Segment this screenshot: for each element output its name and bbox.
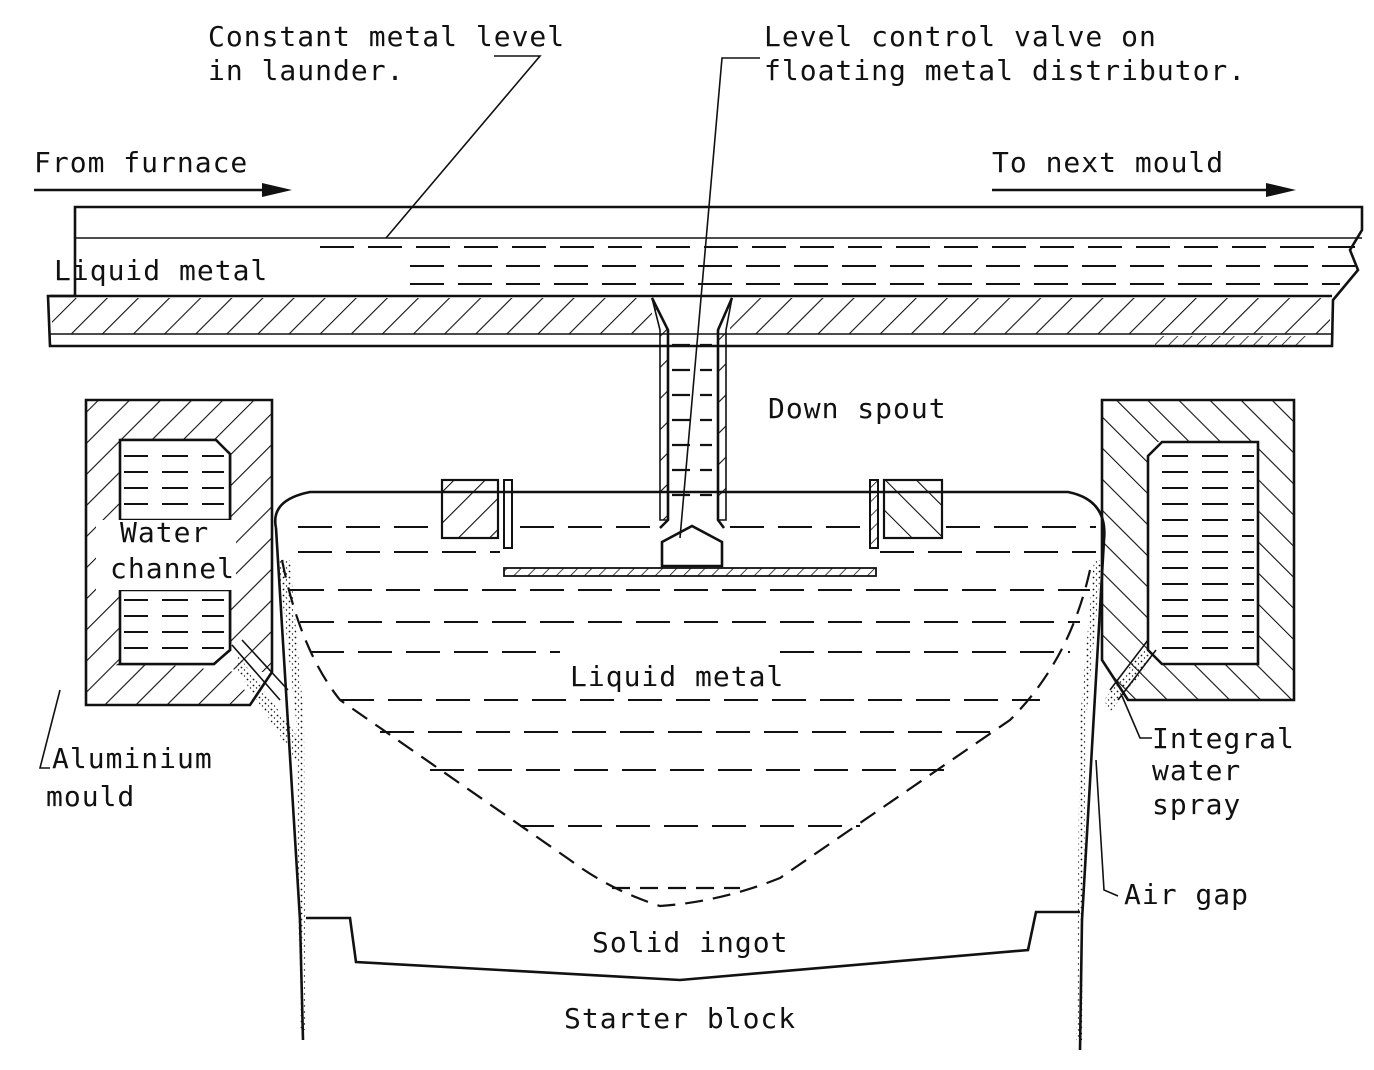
label-to-next-mould: To next mould	[992, 146, 1224, 179]
launder-floor-hatch-right	[730, 298, 1330, 334]
launder-floor-hatch-left	[52, 298, 652, 334]
leader-air-gap	[1095, 759, 1119, 897]
flow-arrows	[34, 183, 1296, 197]
to-next-mould-arrowhead	[1266, 183, 1296, 197]
label-aluminium: Aluminium	[52, 742, 213, 775]
label-valve-2: floating metal distributor.	[764, 54, 1246, 87]
label-down-spout: Down spout	[768, 392, 947, 425]
label-air-gap: Air gap	[1124, 878, 1249, 911]
level-control-valve	[660, 524, 724, 568]
label-solid-ingot: Solid ingot	[592, 926, 788, 959]
label-from-furnace: From furnace	[34, 146, 248, 179]
label-constant-level-2: in launder.	[208, 54, 404, 87]
label-starter-block: Starter block	[564, 1002, 796, 1035]
leader-lines	[38, 55, 1152, 897]
launder-refractory-patch	[1155, 336, 1310, 346]
label-spray: spray	[1152, 788, 1241, 821]
right-mould	[1100, 398, 1296, 712]
label-pool-liquid-metal: Liquid metal	[570, 660, 784, 693]
label-water: Water	[120, 516, 209, 549]
label-valve-1: Level control valve on	[764, 20, 1157, 53]
label-integral: Integral	[1152, 722, 1295, 755]
floating-distributor	[440, 478, 944, 577]
ingot	[273, 490, 1106, 1051]
label-channel: channel	[110, 552, 235, 585]
launder	[46, 205, 1364, 348]
label-water-spray: water	[1152, 754, 1241, 787]
label-constant-level-1: Constant metal level	[208, 20, 565, 53]
leader-constant-level	[385, 55, 542, 239]
leader-integral-spray	[1121, 695, 1152, 739]
from-furnace-arrowhead	[262, 183, 292, 197]
leader-valve	[679, 57, 760, 539]
label-mould: mould	[46, 780, 135, 813]
down-spout	[650, 297, 734, 568]
left-mould	[84, 398, 300, 760]
label-launder-liquid-metal: Liquid metal	[54, 254, 268, 287]
leader-aluminium-mould	[38, 689, 61, 769]
